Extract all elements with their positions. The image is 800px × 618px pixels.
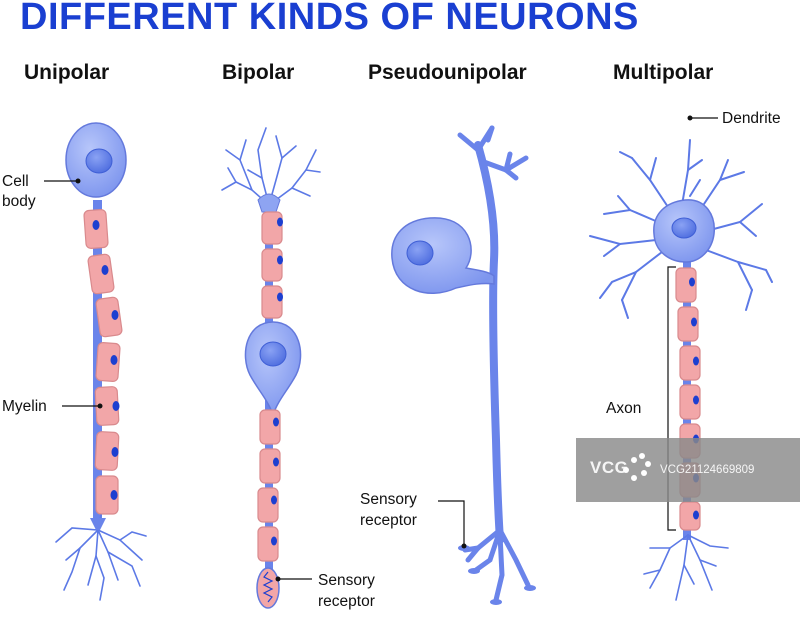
leader-lines (44, 117, 718, 580)
leader-dots (75, 115, 693, 582)
unipolar-nodes (92, 220, 120, 500)
label-sensory-receptor-bipolar-line2: receptor (318, 593, 375, 610)
label-sensory-receptor-pseudo-line1: Sensory (360, 491, 417, 508)
pseudounipolar-neuron (391, 125, 536, 605)
bipolar-neuron (221, 127, 321, 609)
leader-axon-bracket (667, 266, 676, 531)
multipolar-dendrites (589, 139, 773, 319)
label-dendrite: Dendrite (722, 110, 781, 127)
multipolar-nucleus (671, 217, 697, 239)
heading-bipolar: Bipolar (222, 61, 295, 84)
heading-pseudounipolar: Pseudounipolar (368, 61, 527, 84)
unipolar-myelin-sheath (83, 209, 123, 515)
bipolar-cell-body (244, 321, 302, 418)
label-sensory-receptor-pseudo-line2: receptor (360, 512, 417, 529)
watermark-logo-icon (623, 453, 651, 481)
watermark-id: VCG21124669809 (660, 464, 755, 476)
multipolar-neuron (589, 139, 773, 601)
unipolar-nucleus (85, 148, 113, 174)
bipolar-receptor-coil (262, 571, 274, 603)
label-cell-body-line1: Cell (2, 173, 29, 190)
pseudounipolar-sensory-terminals (462, 527, 531, 603)
watermark-background (576, 438, 800, 502)
pseudounipolar-peripheral-branch (457, 125, 529, 181)
unipolar-axon-hillock (90, 518, 106, 530)
heading-multipolar: Multipolar (613, 61, 714, 84)
multipolar-axon-terminals (643, 534, 729, 601)
page-title: DIFFERENT KINDS OF NEURONS (20, 0, 639, 38)
heading-unipolar: Unipolar (24, 61, 110, 84)
leader-sensory-receptor-pseudo (438, 500, 465, 546)
pseudounipolar-terminal-tips (458, 545, 536, 605)
bipolar-nodes (271, 217, 283, 546)
label-axon: Axon (606, 400, 642, 417)
label-sensory-receptor-bipolar-line1: Sensory (318, 572, 375, 589)
bipolar-dendrite-base (257, 193, 281, 213)
watermark (576, 438, 800, 502)
watermark-brand: VCG (590, 458, 629, 477)
bipolar-dendrites (221, 127, 321, 206)
label-myelin: Myelin (2, 398, 47, 415)
unipolar-neuron (55, 122, 147, 601)
bipolar-upper-myelin (261, 211, 283, 319)
pseudounipolar-axon (474, 141, 504, 544)
bipolar-nucleus (259, 341, 287, 367)
bipolar-sensory-receptor (256, 567, 280, 609)
pseudounipolar-cell-body (391, 217, 495, 294)
pseudounipolar-nucleus (406, 240, 434, 266)
label-cell-body-line2: body (2, 193, 36, 210)
